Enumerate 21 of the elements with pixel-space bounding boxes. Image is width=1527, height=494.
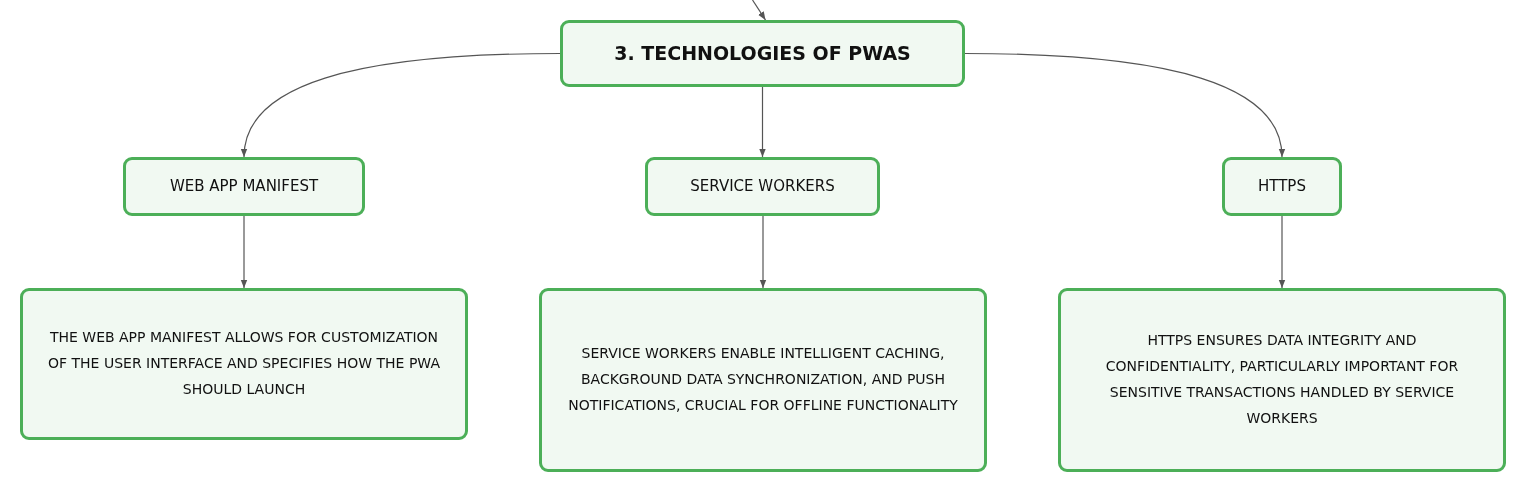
topic-box bbox=[560, 20, 965, 87]
arrow bbox=[1278, 215, 1286, 289]
subtopic-title: HTTPS bbox=[1258, 176, 1306, 197]
arrow bbox=[759, 215, 767, 289]
description-text: HTTPS ENSURES DATA INTEGRITY AND CONFIDENTIALITY, PARTICULARLY IMPORTANT FOR SENSITIVE TRANSACTIONS HANDLED BY SERVICE WORKERS bbox=[1104, 331, 1460, 428]
description-text: THE WEB APP MANIFEST ALLOWS FOR CUSTOMIZATION OF THE USER INTERFACE AND SPECIFIES HOW THE PWA SHOULD LAUNCH bbox=[47, 328, 441, 399]
topic-title: 3. TECHNOLOGIES OF PWAS bbox=[614, 41, 911, 66]
subtopic-box bbox=[645, 157, 880, 216]
description-box bbox=[1058, 288, 1506, 472]
arrow bbox=[240, 215, 248, 289]
arrow bbox=[759, 86, 766, 158]
description-text: SERVICE WORKERS ENABLE INTELLIGENT CACHING, BACKGROUND DATA SYNCHRONIZATION, AND PUSH NOTIFICATIONS, CRUCIAL FOR OFFLINE FUNCTIONALITY bbox=[567, 344, 959, 415]
subtopic-box bbox=[1222, 157, 1342, 216]
arrow bbox=[241, 52, 561, 158]
arrow bbox=[964, 52, 1285, 158]
subtopic-box bbox=[123, 157, 365, 216]
description-box bbox=[539, 288, 987, 472]
subtopic-title: WEB APP MANIFEST bbox=[169, 176, 319, 197]
arrow bbox=[751, 0, 767, 21]
subtopic-title: SERVICE WORKERS bbox=[690, 176, 835, 197]
description-box bbox=[20, 288, 468, 440]
